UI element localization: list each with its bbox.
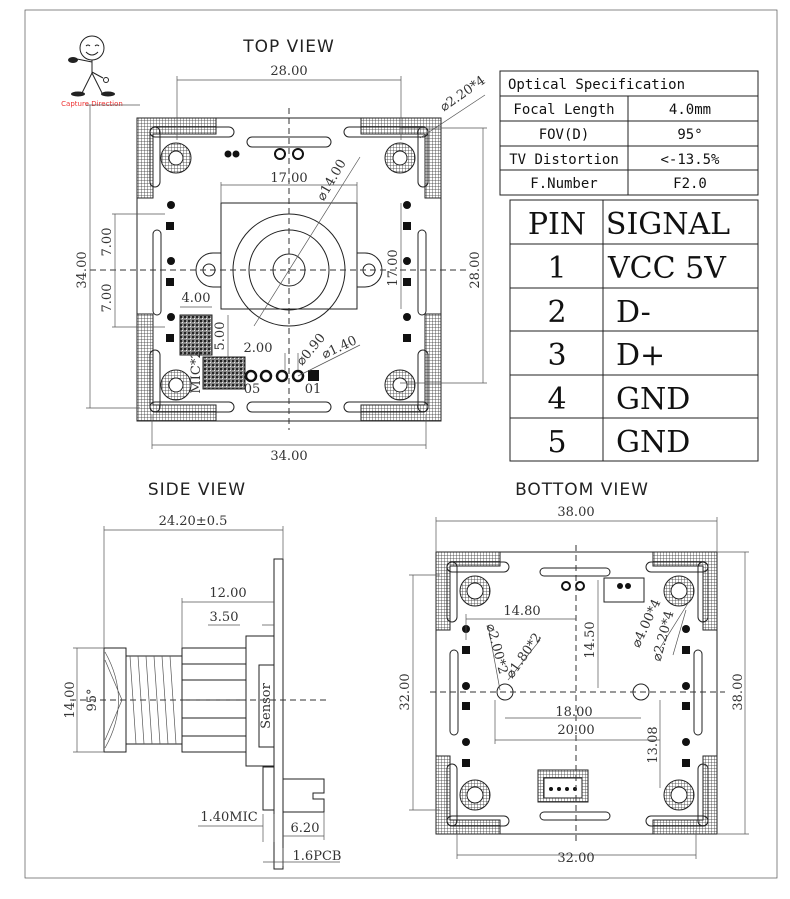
- pin-number: 5: [547, 425, 566, 460]
- pin-signal: D-: [616, 295, 651, 330]
- pin-number: 4: [547, 382, 566, 417]
- dim-side-14: 14.00: [63, 681, 78, 718]
- bottom-view: 38.00 32.00 38.00 32.00 14.80 14.50 ⌀2.0…: [398, 505, 749, 866]
- dim-top-5: 5.00: [213, 322, 228, 351]
- dim-top-140: ⌀1.40: [320, 333, 360, 362]
- dim-bottom-1450: 14.50: [583, 621, 598, 658]
- dim-bottom-38-v: 38.00: [731, 673, 746, 710]
- top-view-title: TOP VIEW: [242, 37, 335, 57]
- dim-side-pcb: 1.6PCB: [293, 849, 342, 864]
- pin-signal: GND: [616, 382, 690, 417]
- dim-top-34-v: 34.00: [75, 251, 90, 288]
- dim-bottom-32-h: 32.00: [557, 851, 594, 866]
- dim-bottom-32-v: 32.00: [398, 673, 413, 710]
- dim-bottom-180: ⌀1.80*2: [503, 631, 545, 682]
- spec-label: TV Distortion: [509, 152, 619, 168]
- dim-top-7a: 7.00: [100, 228, 115, 257]
- dim-hole-dia: ⌀2.20*4: [438, 73, 489, 115]
- dim-top-34-h: 34.00: [270, 449, 307, 464]
- dim-lens-dia: ⌀14.00: [314, 157, 350, 204]
- dim-top-17-v: 17.00: [386, 249, 401, 286]
- bottom-view-title: BOTTOM VIEW: [515, 480, 649, 500]
- mic-label: MIC*2: [189, 350, 204, 393]
- dim-side-620: 6.20: [291, 821, 320, 836]
- pin-number: 3: [547, 338, 566, 373]
- capture-direction-logo: Capture Direction: [61, 35, 123, 108]
- dim-bottom-1480: 14.80: [503, 604, 540, 619]
- dim-top-7b: 7.00: [100, 284, 115, 313]
- side-view: 24.20±0.5 12.00 3.50 14.00 95° Sensor 1.…: [63, 514, 342, 870]
- spec-label: F.Number: [530, 176, 597, 192]
- dim-bottom-38-h: 38.00: [557, 505, 594, 520]
- spec-value: <-13.5%: [660, 152, 720, 168]
- spec-label: FOV(D): [539, 127, 590, 143]
- pin-number: 1: [547, 251, 566, 286]
- page-frame: [24, 9, 778, 879]
- pin-signal: VCC 5V: [607, 251, 727, 286]
- dim-side-12: 12.00: [209, 586, 246, 601]
- sensor-label: Sensor: [259, 682, 274, 728]
- side-fov: 95°: [85, 688, 100, 711]
- dim-side-mic: 1.40MIC: [200, 810, 257, 825]
- pin-number: 2: [547, 295, 566, 330]
- signal-header: SIGNAL: [606, 207, 730, 242]
- dim-side-total: 24.20±0.5: [159, 514, 228, 529]
- pin-signal: GND: [616, 425, 690, 460]
- dim-top-4: 4.00: [182, 291, 211, 306]
- dim-top-17-h: 17.00: [270, 171, 307, 186]
- pin-table: PIN SIGNAL 1 2 3 4 5 VCC 5V D- D+ GND GN…: [509, 199, 759, 462]
- pin-signal: D+: [616, 338, 665, 373]
- pin-01-label: 01: [305, 382, 322, 397]
- spec-label: Focal Length: [513, 102, 614, 118]
- top-view: 28.00 34.00 7.00 7.00 28.00 34.00 17.00 …: [75, 64, 488, 464]
- spec-value: 4.0mm: [669, 102, 711, 118]
- dim-top-28: 28.00: [270, 64, 307, 79]
- pin-header: PIN: [528, 207, 586, 242]
- dim-bottom-20: 20.00: [557, 723, 594, 738]
- spec-value: 95°: [677, 127, 702, 143]
- dim-side-350: 3.50: [210, 610, 239, 625]
- dim-bottom-1308: 13.08: [646, 726, 661, 763]
- dim-bottom-18: 18.00: [555, 705, 592, 720]
- logo-caption: Capture Direction: [61, 100, 123, 108]
- side-view-title: SIDE VIEW: [148, 480, 246, 500]
- optical-spec-title: Optical Specification: [508, 77, 685, 93]
- spec-value: F2.0: [673, 176, 707, 192]
- optical-spec-table: Optical Specification Focal Length FOV(D…: [499, 70, 759, 196]
- dim-top-2: 2.00: [244, 341, 273, 356]
- dim-top-28-v: 28.00: [468, 251, 483, 288]
- pin-05-label: 05: [244, 382, 261, 397]
